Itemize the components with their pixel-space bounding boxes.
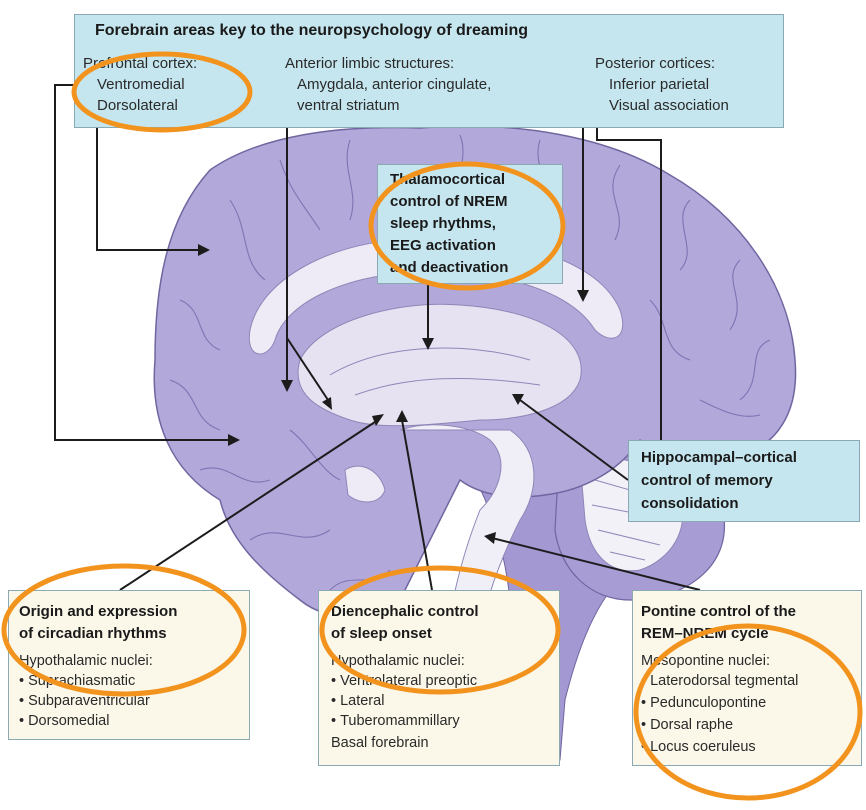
hippocampal-box: Hippocampal–cortical control of memory c… xyxy=(628,440,860,522)
pontine-item-4: Locus coeruleus xyxy=(641,739,756,756)
hippo-line-1: Hippocampal–cortical xyxy=(641,449,797,467)
thalamo-line-2: control of NREM xyxy=(390,193,508,211)
forebrain-title: Forebrain areas key to the neuropsycholo… xyxy=(95,22,528,41)
diencephalic-box: Diencephalic control of sleep onset Hypo… xyxy=(318,590,560,766)
circadian-title-1: Origin and expression xyxy=(19,603,177,621)
diencephalic-title-1: Diencephalic control xyxy=(331,603,479,621)
pontine-subheading: Mesopontine nuclei: xyxy=(641,653,770,670)
thalamo-line-5: and deactivation xyxy=(390,259,508,277)
pontine-item-2: Pedunculopontine xyxy=(641,695,766,712)
posterior-item-visual-association: Visual association xyxy=(609,97,729,115)
diencephalic-extra: Basal forebrain xyxy=(331,735,429,752)
hippo-line-3: consolidation xyxy=(641,495,739,513)
prefrontal-item-ventromedial: Ventromedial xyxy=(97,76,185,94)
hippo-line-2: control of memory xyxy=(641,472,773,490)
pontine-title-2: REM–NREM cycle xyxy=(641,625,769,643)
circadian-box: Origin and expression of circadian rhyth… xyxy=(8,590,250,740)
prefrontal-item-dorsolateral: Dorsolateral xyxy=(97,97,178,115)
pontine-box: Pontine control of the REM–NREM cycle Me… xyxy=(632,590,862,766)
circadian-item-2: Subparaventricular xyxy=(19,693,150,710)
circadian-subheading: Hypothalamic nuclei: xyxy=(19,653,153,670)
thalamo-line-4: EEG activation xyxy=(390,237,496,255)
forebrain-box: Forebrain areas key to the neuropsycholo… xyxy=(74,14,784,128)
circadian-item-3: Dorsomedial xyxy=(19,713,109,730)
circadian-item-1: Suprachiasmatic xyxy=(19,673,135,690)
prefrontal-heading: Prefrontal cortex: xyxy=(83,55,197,73)
pontine-item-3: Dorsal raphe xyxy=(641,717,733,734)
thalamocortical-box: Thalamocortical control of NREM sleep rh… xyxy=(377,164,563,284)
diencephalic-item-2: Lateral xyxy=(331,693,384,710)
diencephalic-subheading: Hypothalamic nuclei: xyxy=(331,653,465,670)
limbic-line-2: ventral striatum xyxy=(297,97,400,115)
circadian-title-2: of circadian rhythms xyxy=(19,625,167,643)
diencephalic-item-3: Tuberomammillary xyxy=(331,713,460,730)
thalamo-line-3: sleep rhythms, xyxy=(390,215,496,233)
limbic-line-1: Amygdala, anterior cingulate, xyxy=(297,76,491,94)
diencephalic-title-2: of sleep onset xyxy=(331,625,432,643)
limbic-heading: Anterior limbic structures: xyxy=(285,55,454,73)
pontine-title-1: Pontine control of the xyxy=(641,603,796,621)
diencephalic-item-1: Ventrolateral preoptic xyxy=(331,673,477,690)
posterior-item-inferior-parietal: Inferior parietal xyxy=(609,76,709,94)
thalamo-line-1: Thalamocortical xyxy=(390,171,505,189)
posterior-heading: Posterior cortices: xyxy=(595,55,715,73)
pontine-item-1: Laterodorsal tegmental xyxy=(641,673,798,690)
